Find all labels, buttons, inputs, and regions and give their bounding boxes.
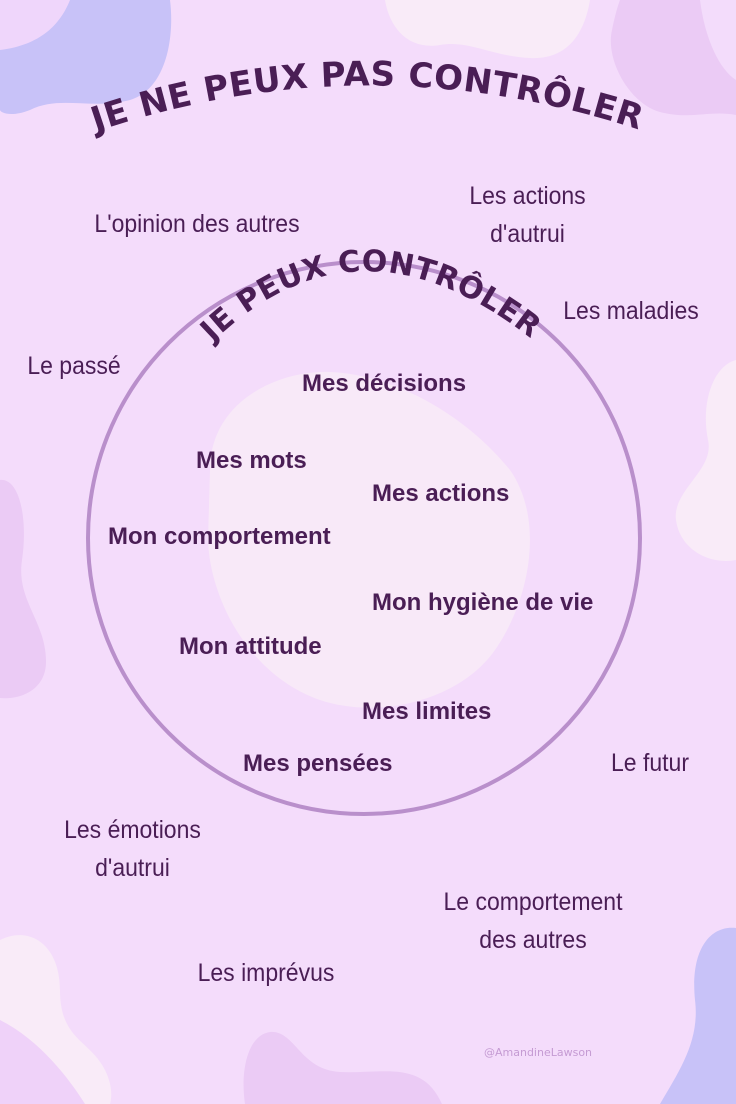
blob-bottom-center: [243, 1031, 442, 1104]
blob-inner: [208, 371, 530, 708]
blob-top-center: [385, 0, 590, 59]
blob-right: [675, 360, 736, 561]
svg-text:JE PEUX CONTRÔLER: JE PEUX CONTRÔLER: [192, 244, 547, 350]
blob-top-right: [610, 0, 736, 116]
control-circle: [86, 260, 642, 816]
inside-item-mots: Mes mots: [196, 447, 307, 474]
outside-item-passe: Le passé: [27, 352, 121, 380]
inside-item-comportement: Mon comportement: [108, 523, 331, 550]
inside-item-limites: Mes limites: [362, 698, 492, 725]
inside-item-decisions: Mes décisions: [302, 370, 467, 397]
inside-item-hygiene: Mon hygiène de vie: [372, 589, 594, 616]
title-inner: JE PEUX CONTRÔLER: [192, 244, 547, 350]
outside-item-imprevus: Les imprévus: [197, 959, 335, 987]
author-credit: @AmandineLawson: [484, 1046, 593, 1059]
inside-item-attitude: Mon attitude: [179, 633, 322, 660]
inside-item-pensees: Mes pensées: [243, 750, 393, 777]
outside-item-futur: Le futur: [611, 749, 689, 777]
outside-item-maladies: Les maladies: [563, 297, 699, 325]
inside-item-actions: Mes actions: [372, 480, 510, 507]
title-outer: JE NE PEUX PAS CONTRÔLER: [84, 54, 648, 140]
blob-bottom-right: [660, 927, 736, 1104]
blob-left: [0, 479, 47, 699]
svg-text:JE NE PEUX PAS CONTRÔLER: JE NE PEUX PAS CONTRÔLER: [84, 54, 648, 140]
outside-item-opinion: L'opinion des autres: [94, 210, 300, 238]
